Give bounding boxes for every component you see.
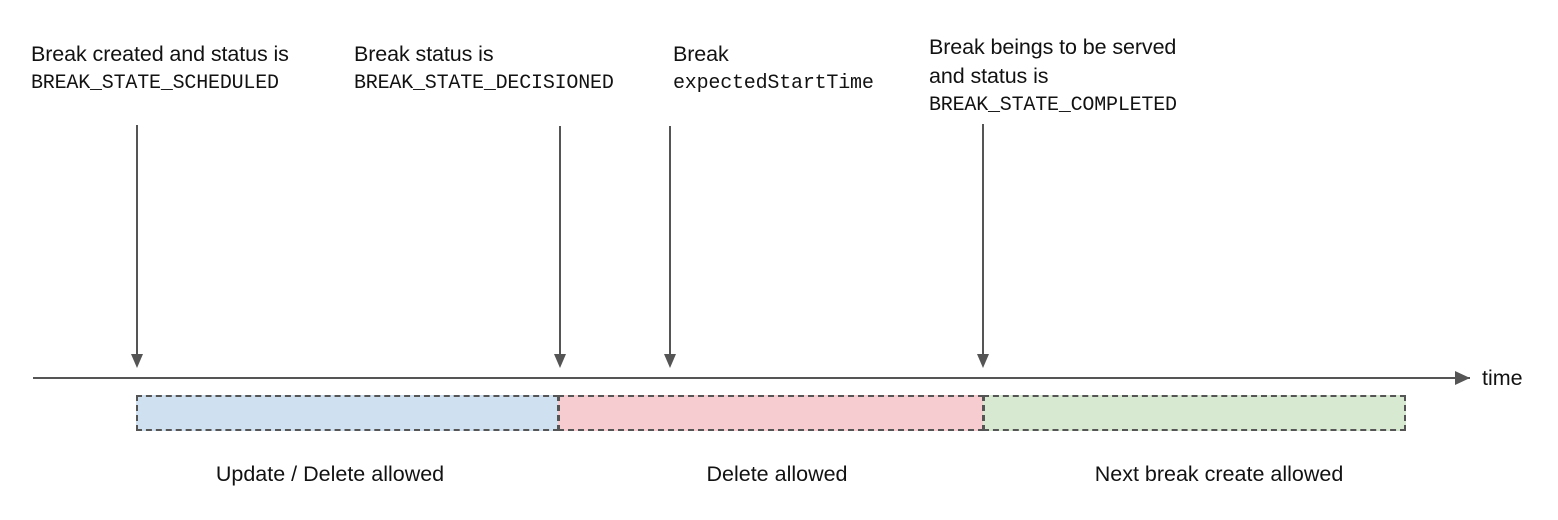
annotation-line: Break beings to be served [929, 35, 1177, 59]
arrow-shaft [982, 124, 984, 354]
time-axis-label: time [1482, 366, 1523, 390]
annotation-line: Break [673, 42, 729, 66]
annotation-line-constant: BREAK_STATE_DECISIONED [354, 72, 614, 95]
annotation-line-constant: BREAK_STATE_COMPLETED [929, 94, 1177, 117]
arrow-down-icon [131, 354, 143, 368]
arrow-shaft [669, 126, 671, 354]
time-axis-line [33, 377, 1470, 379]
phase-bar-completed [983, 395, 1406, 431]
phase-bar-decisioned [558, 395, 984, 431]
arrow-right-icon [1455, 371, 1470, 385]
arrow-shaft [559, 126, 561, 354]
annotation-break-expected-start: Break expectedStartTime [673, 40, 874, 98]
arrow-down-icon [664, 354, 676, 368]
caption-phase-completed: Next break create allowed [1094, 462, 1344, 486]
annotation-line: Break created and status is [31, 42, 289, 66]
arrow-down-icon [977, 354, 989, 368]
arrow-down-icon [554, 354, 566, 368]
caption-phase-decisioned: Delete allowed [706, 462, 848, 486]
annotation-line: and status is [929, 64, 1049, 88]
phase-bar-scheduled [136, 395, 559, 431]
caption-phase-scheduled: Update / Delete allowed [215, 462, 445, 486]
annotation-break-created: Break created and status is BREAK_STATE_… [31, 40, 289, 98]
annotation-break-decisioned: Break status is BREAK_STATE_DECISIONED [354, 40, 614, 98]
annotation-line-constant: expectedStartTime [673, 72, 874, 95]
annotation-break-served: Break beings to be served and status is … [929, 33, 1177, 120]
annotation-line-constant: BREAK_STATE_SCHEDULED [31, 72, 279, 95]
annotation-line: Break status is [354, 42, 494, 66]
arrow-shaft [136, 125, 138, 354]
